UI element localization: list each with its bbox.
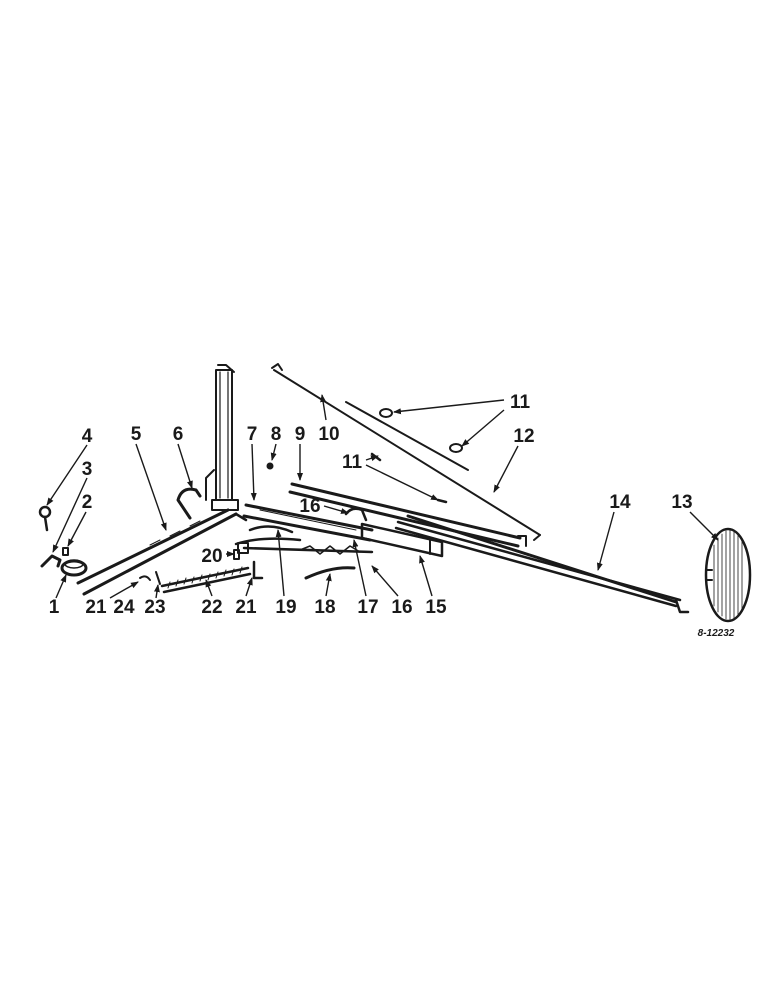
eyebolt-4 <box>38 505 52 532</box>
callout-18: 18 <box>314 597 335 618</box>
upright-rack <box>205 364 239 511</box>
callout-6: 6 <box>173 424 184 445</box>
callout-13: 13 <box>671 492 692 513</box>
callout-3: 3 <box>82 459 93 480</box>
nut-8 <box>266 462 274 470</box>
clip-23 <box>155 571 161 585</box>
pin-2 <box>62 547 69 556</box>
callout-23: 23 <box>144 597 165 618</box>
callout-16-upper: 16 <box>299 496 320 517</box>
callout-11-mid: 11 <box>342 452 363 473</box>
pin-20 <box>233 549 240 560</box>
callout-11-top: 11 <box>510 392 531 413</box>
tube-9 <box>288 482 527 548</box>
callout-15: 15 <box>425 597 447 618</box>
bent-rod-14 <box>406 514 678 604</box>
bolt-11d <box>436 498 448 504</box>
hook-6 <box>176 487 202 520</box>
lower-frame-bar <box>242 503 374 542</box>
callout-9: 9 <box>295 424 306 445</box>
reference-code: 8-12232 <box>698 628 735 639</box>
clip-3 <box>40 554 62 568</box>
channel-bracket <box>360 522 444 558</box>
callout-24: 24 <box>113 597 135 618</box>
callout-19: 19 <box>275 597 296 618</box>
callout-numbers: 4 3 2 1 5 6 7 8 9 10 11 11 12 13 14 15 1… <box>49 392 693 618</box>
callout-21-left: 21 <box>85 597 107 618</box>
callout-10: 10 <box>318 424 339 445</box>
nut-11a <box>379 408 393 418</box>
main-frame-bar <box>76 508 248 596</box>
callout-14: 14 <box>609 492 631 513</box>
lever-arm <box>237 542 374 555</box>
disc-13 <box>704 527 752 623</box>
callout-12: 12 <box>513 426 534 447</box>
callout-16-lower: 16 <box>391 597 412 618</box>
callout-2: 2 <box>82 492 93 513</box>
parts-illustration <box>38 363 752 623</box>
nut-11b <box>449 443 463 453</box>
curved-strap-2 <box>234 537 302 546</box>
callout-4: 4 <box>82 426 93 447</box>
callout-20: 20 <box>201 546 222 567</box>
handle-knob <box>60 559 88 577</box>
rack-22 <box>160 566 252 594</box>
brace-rods <box>271 363 541 541</box>
callout-8: 8 <box>271 424 282 445</box>
spring-clip <box>304 566 356 580</box>
u-bolt-16 <box>344 507 368 522</box>
callout-1: 1 <box>49 597 60 618</box>
callout-21-right: 21 <box>235 597 257 618</box>
clip-24 <box>139 575 151 581</box>
callout-5: 5 <box>131 424 142 445</box>
callout-22: 22 <box>201 597 222 618</box>
curved-strap <box>248 525 294 534</box>
callout-7: 7 <box>247 424 258 445</box>
bolt-21 <box>252 560 264 580</box>
leader-lines <box>46 394 719 599</box>
callout-17: 17 <box>357 597 378 618</box>
